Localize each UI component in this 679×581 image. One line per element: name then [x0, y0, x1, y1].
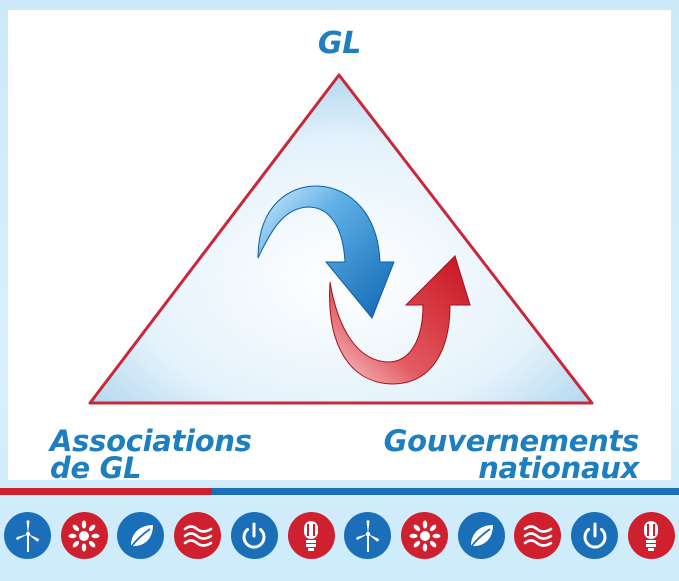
triangle-diagram: [88, 73, 594, 405]
label-associations-line1: Associations: [50, 424, 252, 458]
waves-icon: [174, 512, 222, 559]
blue-arrow: [257, 185, 395, 319]
divider-red-segment: [0, 488, 212, 495]
wind-turbine-icon: [344, 512, 392, 559]
red-arrow: [329, 255, 471, 385]
label-gl: GL: [317, 26, 362, 61]
relationship-triangle: [88, 73, 594, 405]
light-bulb-icon: [287, 512, 335, 559]
label-gouvernements-line1: Gouvernements: [383, 424, 640, 458]
waves-icon: [514, 512, 562, 559]
light-bulb-icon: [627, 512, 675, 559]
sun-icon: [401, 512, 449, 559]
label-associations-line2: de GL: [50, 451, 142, 485]
color-divider: [0, 488, 679, 495]
power-icon: [571, 512, 619, 559]
leaf-icon: [457, 512, 505, 559]
power-icon: [230, 512, 278, 559]
divider-blue-segment: [212, 488, 679, 495]
label-associations-de-gl: Associations de GL: [50, 424, 252, 485]
sun-icon: [60, 512, 108, 559]
wind-turbine-icon: [4, 512, 51, 559]
energy-icon-strip: [0, 506, 679, 566]
label-gouvernements-nationaux: Gouvernements nationaux: [383, 424, 640, 485]
label-gouvernements-line2: nationaux: [478, 451, 639, 485]
leaf-icon: [117, 512, 165, 559]
